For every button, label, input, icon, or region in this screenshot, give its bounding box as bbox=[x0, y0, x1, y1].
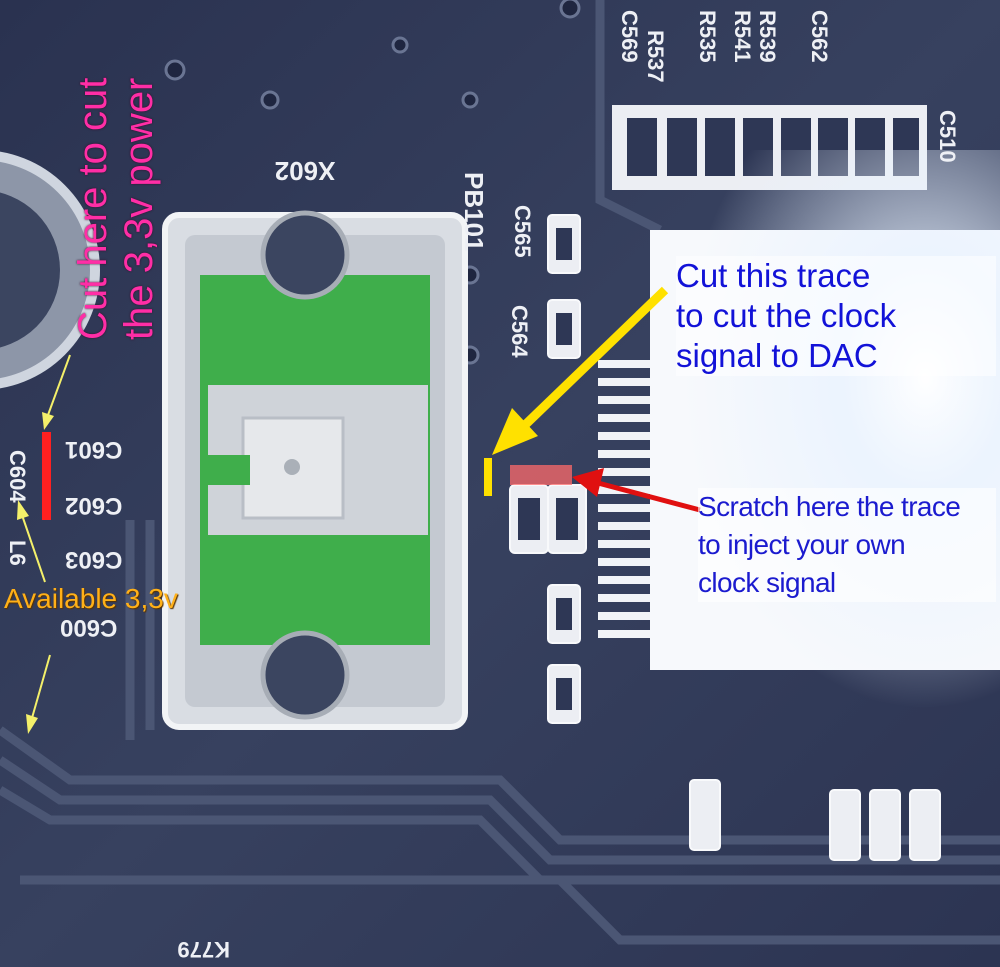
silk-c601: C601 bbox=[65, 436, 122, 463]
silk-r535: R535 bbox=[695, 10, 720, 63]
cut-clock-line1: Cut this trace bbox=[676, 257, 871, 294]
arrow-available-down bbox=[26, 654, 51, 734]
silk-r541: R541 bbox=[730, 10, 755, 63]
available-3v3-label: Available 3,3v bbox=[4, 583, 178, 614]
cut-power-marker bbox=[42, 432, 51, 520]
silk-l6: L6 bbox=[5, 540, 30, 566]
silkscreen-labels: X602 PB101 C601 C602 C603 C600 C604 L6 C… bbox=[5, 10, 960, 962]
silk-c600: C600 bbox=[60, 614, 117, 641]
silk-c564: C564 bbox=[507, 305, 532, 358]
scratch-line1: Scratch here the trace bbox=[698, 491, 961, 522]
cut-clock-line2: to cut the clock bbox=[676, 297, 897, 334]
silk-c569: C569 bbox=[617, 10, 642, 63]
silk-r537: R537 bbox=[643, 30, 668, 83]
cut-clock-line3: signal to DAC bbox=[676, 337, 878, 374]
scratch-label: Scratch here the trace to inject your ow… bbox=[698, 488, 996, 602]
silk-pb101: PB101 bbox=[459, 172, 489, 252]
scratch-line2: to inject your own bbox=[698, 529, 906, 560]
silk-x602: X602 bbox=[275, 156, 336, 186]
electrolytic-capacitor bbox=[0, 151, 100, 389]
arrow-cut-power bbox=[42, 354, 71, 430]
crystal-x602 bbox=[162, 210, 468, 730]
glare bbox=[560, 150, 1000, 750]
cut-power-line1: Cut here to cut bbox=[71, 77, 115, 340]
cut-clock-label: Cut this trace to cut the clock signal t… bbox=[676, 256, 996, 376]
arrow-available-up bbox=[17, 500, 46, 583]
scratch-marker bbox=[510, 465, 572, 485]
silk-c510: C510 bbox=[935, 110, 960, 163]
arrow-scratch bbox=[572, 468, 701, 513]
cut-power-line2: the 3,3v power bbox=[117, 77, 161, 340]
arrow-cut-clock bbox=[492, 286, 669, 455]
silk-c604: C604 bbox=[5, 450, 30, 503]
scratch-line3: clock signal bbox=[698, 567, 836, 598]
silk-c603: C603 bbox=[65, 546, 122, 573]
silk-k779: K779 bbox=[177, 937, 230, 962]
cut-clock-marker bbox=[484, 458, 492, 496]
silk-r539: R539 bbox=[755, 10, 780, 63]
silk-c565: C565 bbox=[510, 205, 535, 258]
silk-c562: C562 bbox=[807, 10, 832, 63]
silk-c602: C602 bbox=[65, 492, 122, 519]
